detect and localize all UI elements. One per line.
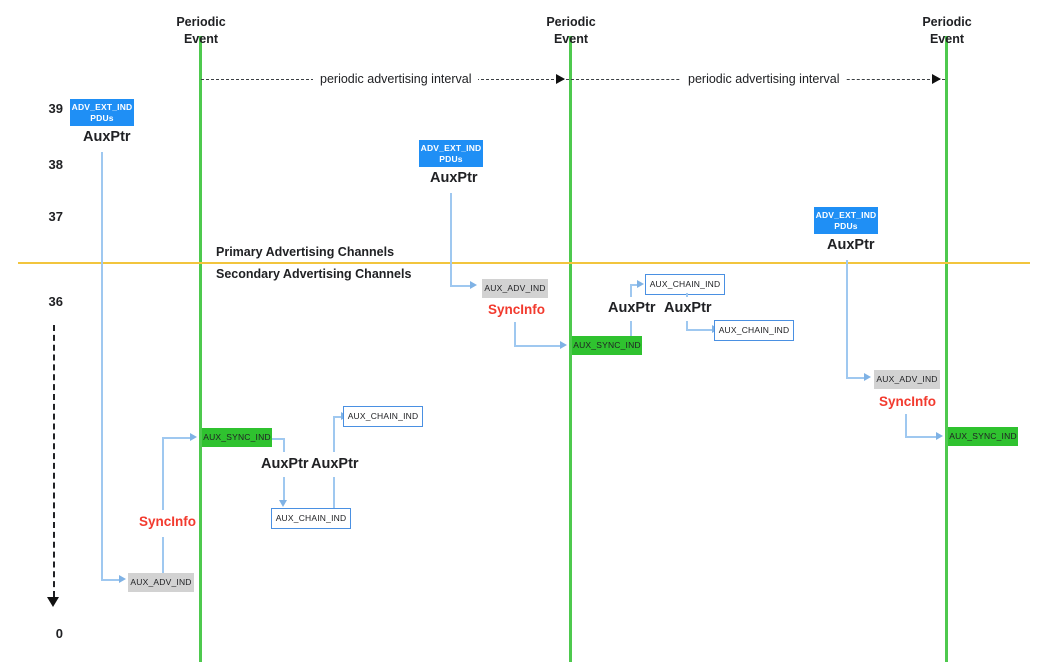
secondary-channels-label: Secondary Advertising Channels [216, 267, 412, 281]
auxptr-label-1: AuxPtr [83, 129, 131, 145]
auxptr-label-c2a: AuxPtr [608, 300, 656, 316]
axis-tick-38: 38 [48, 157, 63, 172]
interval-label-2: periodic advertising interval [681, 72, 847, 86]
axis-dashed-line [53, 325, 55, 597]
aux-chain-ind-box-1b: AUX_CHAIN_IND [343, 406, 423, 427]
periodic-event-label-2-line1: Periodic [546, 15, 596, 29]
interval-label-1: periodic advertising interval [313, 72, 479, 86]
periodic-event-label-3-line2: Event [929, 32, 965, 46]
aux-sync-ind-box-3: AUX_SYNC_IND [948, 427, 1018, 446]
auxptr-label-3: AuxPtr [827, 237, 875, 253]
axis-tick-37: 37 [48, 209, 63, 224]
chain1a-connector-stub [283, 438, 285, 452]
chain2b-connector-stub [686, 293, 688, 297]
chain2a-connector-upper [630, 284, 632, 297]
auxptr-connector-1-vertical [101, 152, 103, 579]
syncinfo-label-1: SyncInfo [139, 514, 197, 529]
chain1b-connector-upper [333, 416, 335, 452]
axis-tick-39: 39 [48, 101, 63, 116]
chain2a-connector-arrowhead [637, 280, 644, 288]
auxptr-connector-3-horizontal [846, 377, 865, 379]
interval-arrowhead-1 [556, 74, 565, 84]
chain1a-connector-arrowhead [279, 500, 287, 507]
auxptr-connector-1-arrowhead [119, 575, 126, 583]
chain1a-connector-vertical [283, 477, 285, 502]
syncinfo-connector-1-arrowhead [190, 433, 197, 441]
adv-ext-ind-box-3: ADV_EXT_IND PDUs [814, 207, 878, 234]
aux-chain-ind-box-2a: AUX_CHAIN_IND [645, 274, 725, 295]
syncinfo-connector-1-horizontal [162, 437, 190, 439]
aux-sync-ind-box-1: AUX_SYNC_IND [202, 428, 272, 447]
periodic-event-line-1 [199, 36, 202, 662]
syncinfo-label-2: SyncInfo [488, 302, 546, 317]
syncinfo-connector-3-vertical [905, 414, 907, 437]
primary-channels-label: Primary Advertising Channels [216, 245, 395, 259]
auxptr-connector-1-horizontal [101, 579, 119, 581]
syncinfo-connector-2-vertical [514, 322, 516, 346]
aux-adv-ind-box-1: AUX_ADV_IND [128, 573, 194, 592]
auxptr-label-2: AuxPtr [430, 170, 478, 186]
chain2a-connector-horizontal [630, 284, 638, 286]
periodic-event-line-2 [569, 36, 572, 662]
chain2a-connector-lower [630, 321, 632, 336]
auxptr-label-c2b: AuxPtr [664, 300, 712, 316]
periodic-event-label-3-line1: Periodic [922, 15, 972, 29]
syncinfo-connector-3-arrowhead [936, 432, 943, 440]
syncinfo-connector-2-horizontal [514, 345, 561, 347]
syncinfo-label-3: SyncInfo [879, 394, 937, 409]
chain1b-connector-horizontal [333, 416, 342, 418]
aux-sync-ind-box-2: AUX_SYNC_IND [572, 336, 642, 355]
chain1b-connector-lower [333, 477, 335, 508]
interval-arrowhead-2 [932, 74, 941, 84]
auxptr-connector-2-vertical [450, 193, 452, 285]
periodic-event-label-1-line1: Periodic [176, 15, 226, 29]
periodic-event-label-2: Periodic Event [526, 14, 616, 48]
auxptr-connector-2-horizontal [450, 285, 471, 287]
periodic-event-label-1: Periodic Event [156, 14, 246, 48]
channel-divider-line [18, 262, 1030, 264]
auxptr-connector-3-vertical [846, 260, 848, 378]
axis-tick-0: 0 [55, 626, 63, 641]
periodic-event-line-3 [945, 36, 948, 662]
auxptr-connector-2-arrowhead [470, 281, 477, 289]
syncinfo-connector-3-horizontal [905, 436, 937, 438]
periodic-event-label-2-line2: Event [553, 32, 589, 46]
periodic-event-label-3: Periodic Event [902, 14, 992, 48]
aux-chain-ind-box-1a: AUX_CHAIN_IND [271, 508, 351, 529]
chain1a-connector-horizontal [272, 438, 284, 440]
periodic-event-label-1-line2: Event [183, 32, 219, 46]
auxptr-label-c1a: AuxPtr [261, 456, 309, 472]
auxptr-label-c1b: AuxPtr [311, 456, 359, 472]
syncinfo-connector-1-upper [162, 437, 164, 510]
syncinfo-connector-1-lower [162, 537, 164, 573]
aux-adv-ind-box-3: AUX_ADV_IND [874, 370, 940, 389]
axis-arrowhead [47, 597, 59, 607]
chain2b-connector-horizontal [686, 329, 713, 331]
chain2b-connector-vertical [686, 321, 688, 330]
adv-ext-ind-box-2: ADV_EXT_IND PDUs [419, 140, 483, 167]
adv-ext-ind-box-1: ADV_EXT_IND PDUs [70, 99, 134, 126]
auxptr-connector-3-arrowhead [864, 373, 871, 381]
aux-adv-ind-box-2: AUX_ADV_IND [482, 279, 548, 298]
syncinfo-connector-2-arrowhead [560, 341, 567, 349]
axis-tick-36: 36 [48, 294, 63, 309]
aux-chain-ind-box-2b: AUX_CHAIN_IND [714, 320, 794, 341]
